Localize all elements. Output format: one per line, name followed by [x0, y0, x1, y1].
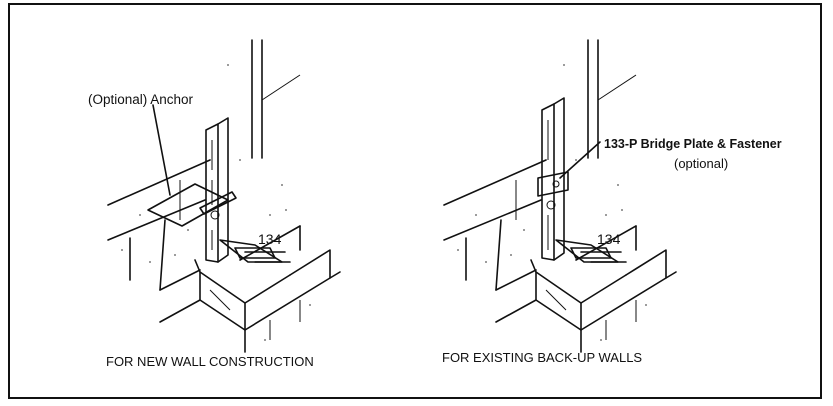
new-wall-illustration	[107, 39, 341, 353]
figure-border	[8, 3, 822, 399]
left-caption: FOR NEW WALL CONSTRUCTION	[106, 354, 314, 369]
bridge-plate-label: 133-P Bridge Plate & Fastener	[604, 137, 782, 151]
right-part-number: 134	[597, 231, 621, 247]
left-part-number: 134	[258, 231, 282, 247]
existing-wall-illustration	[443, 39, 677, 353]
anchor-label: (Optional) Anchor	[88, 92, 194, 107]
bridge-optional-label: (optional)	[674, 156, 728, 171]
right-caption: FOR EXISTING BACK-UP WALLS	[442, 350, 642, 365]
